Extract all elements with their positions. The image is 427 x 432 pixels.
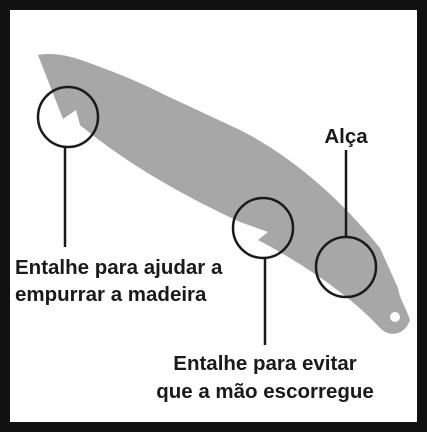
push-notch-callout-circle	[36, 85, 100, 149]
handle-label: Alça	[324, 125, 368, 148]
slip-notch-label-line2: que a mão escorregue	[156, 380, 374, 403]
slip-notch-callout-circle	[231, 196, 295, 260]
handle-hole	[390, 312, 400, 322]
push-notch-label-line2: empurrar a madeira	[15, 283, 207, 306]
slip-notch-label-line1: Entalhe para evitar	[173, 352, 356, 375]
push-notch-label-line1: Entalhe para ajudar a	[15, 256, 223, 279]
